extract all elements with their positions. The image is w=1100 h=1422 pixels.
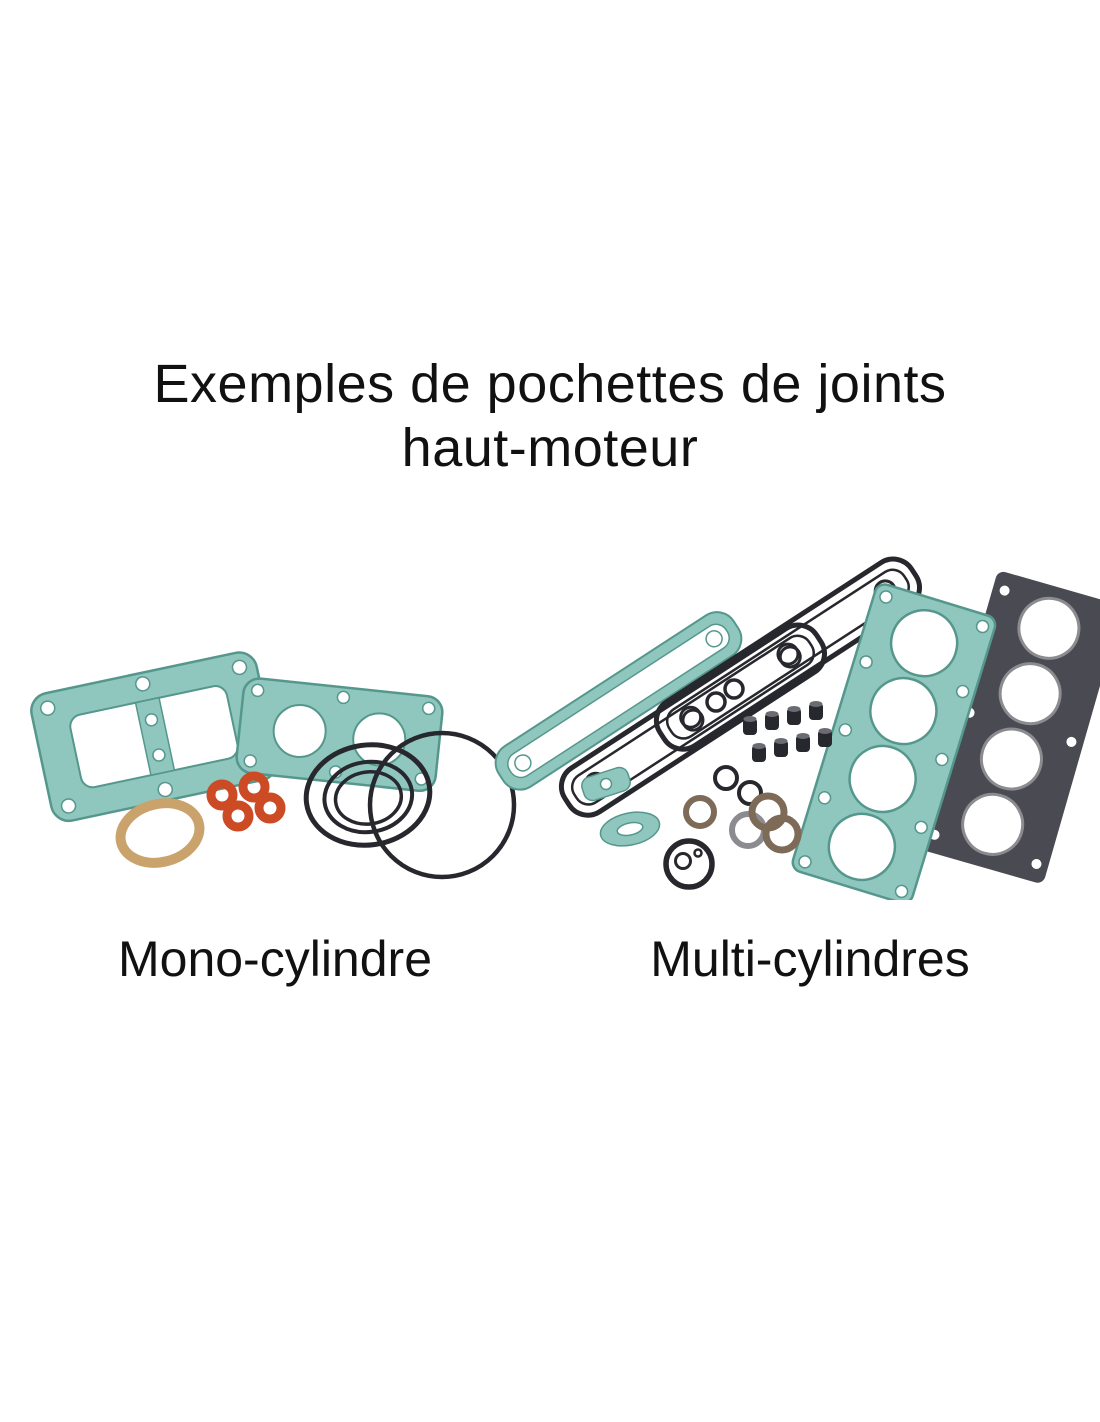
o-ring-with-seals — [663, 838, 715, 890]
fibre-washers — [206, 771, 286, 832]
multi-cylinder-kit-illustration — [494, 556, 1100, 905]
small-teal-gasket — [581, 766, 631, 802]
tiny-black-rings — [705, 678, 745, 713]
small-teal-oval-gasket — [599, 811, 661, 847]
page-title: Exemples de pochettes de joints haut-mot… — [0, 352, 1100, 480]
valve-stem-seals — [743, 701, 832, 762]
cylinder-base-gasket — [30, 651, 278, 823]
mono-cylinder-kit-photo — [10, 635, 540, 905]
large-o-ring — [367, 730, 517, 880]
paper-ring-gasket — [115, 798, 205, 868]
label-multi-cylindres: Multi-cylindres — [650, 931, 970, 987]
title-line-1: Exemples de pochettes de joints — [153, 354, 947, 414]
small-o-rings — [713, 765, 763, 806]
label-mono-cylindre: Mono-cylindre — [117, 931, 432, 987]
teal-head-gasket-4-bores — [791, 583, 997, 905]
copper-rings — [683, 792, 802, 854]
multi-cylinder-kit-photo — [478, 512, 1100, 905]
mono-cylinder-kit-illustration — [30, 651, 517, 880]
teal-cover-gasket — [494, 611, 743, 791]
head-gasket-single — [235, 677, 444, 793]
title-line-2: haut-moteur — [401, 418, 699, 478]
metal-head-gasket — [919, 571, 1100, 883]
